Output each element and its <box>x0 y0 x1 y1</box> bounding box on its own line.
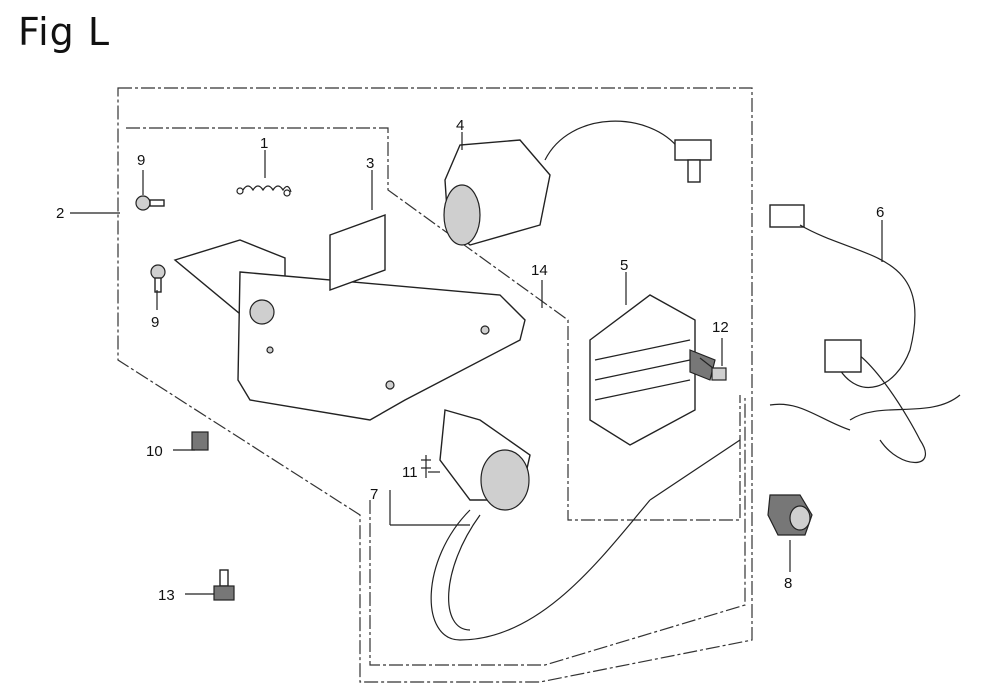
harness-boundary <box>369 398 746 666</box>
callout-9-top: 9 <box>137 152 145 169</box>
nut-part-10 <box>191 431 209 451</box>
callout-3: 3 <box>366 155 374 172</box>
callout-6: 6 <box>876 204 884 221</box>
callout-9-bottom: 9 <box>151 314 159 331</box>
callout-7: 7 <box>370 486 378 503</box>
callout-8: 8 <box>784 575 792 592</box>
solenoid-part <box>430 409 741 641</box>
harness-part-6 <box>769 204 961 463</box>
callout-2: 2 <box>56 205 64 222</box>
switch-part-8 <box>767 494 813 536</box>
callout-1: 1 <box>260 135 268 152</box>
callout-4: 4 <box>456 117 464 134</box>
leader-lines <box>70 132 883 595</box>
figure-title: Fig L <box>18 10 111 54</box>
screw-part-11 <box>421 455 431 478</box>
callout-13: 13 <box>158 587 175 604</box>
callout-14: 14 <box>531 262 548 279</box>
bolt-part-9a <box>135 195 165 211</box>
screw-part-12 <box>699 357 727 381</box>
callout-11: 11 <box>402 464 418 481</box>
bolt-part-13 <box>213 569 235 601</box>
regulator-part <box>589 294 716 446</box>
callout-10: 10 <box>146 443 163 460</box>
bracket-group-boundary <box>126 127 741 521</box>
capacitor-part <box>443 120 712 246</box>
callout-12: 12 <box>712 319 729 336</box>
callout-5: 5 <box>620 257 628 274</box>
spring-part <box>236 185 292 197</box>
mounting-bracket <box>173 214 526 421</box>
assembly-boundary <box>117 87 753 683</box>
bolt-part-9b <box>150 264 166 293</box>
